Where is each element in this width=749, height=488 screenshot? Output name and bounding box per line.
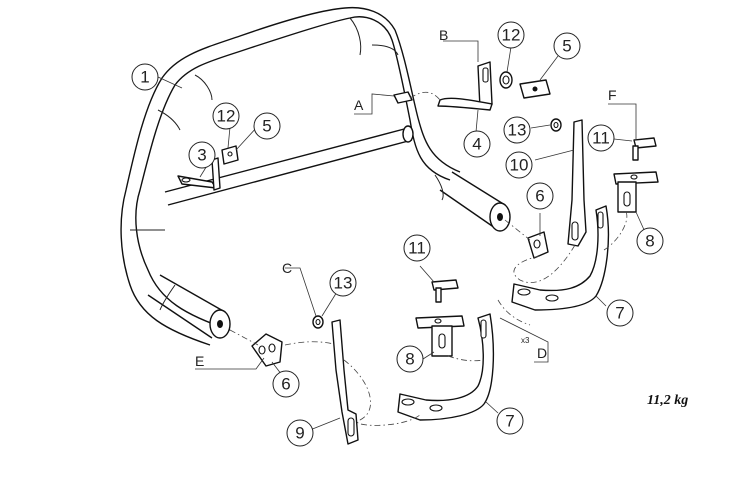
callout-4-label: 4	[472, 135, 481, 154]
bracket-7-left	[397, 313, 495, 421]
callout-7-right-label: 7	[615, 304, 624, 323]
callout-9-label: 9	[295, 424, 304, 443]
callout-12-top: 12	[497, 21, 525, 49]
bracket-4	[437, 61, 493, 111]
letter-a: A	[354, 97, 364, 113]
callout-8-right-label: 8	[645, 232, 654, 251]
callout-3: 3	[188, 141, 216, 169]
assembly-lines	[229, 91, 628, 426]
callout-8-left-label: 8	[405, 350, 414, 369]
callout-12-top-label: 12	[502, 26, 521, 45]
bracket-6-right	[527, 231, 549, 259]
callout-7-left-label: 7	[505, 412, 514, 431]
callout-6-right: 6	[526, 182, 554, 210]
letter-c: C	[282, 260, 292, 276]
bolt-11-right	[632, 137, 657, 161]
callout-8-right: 8	[636, 227, 664, 255]
washer-13-left	[312, 315, 324, 329]
callout-12-left: 12	[212, 102, 240, 130]
strap-10	[567, 119, 587, 247]
callout-6-left: 6	[272, 370, 300, 398]
plate-5-top	[519, 79, 551, 99]
leader-lines	[157, 40, 646, 433]
left-tube-hole	[217, 320, 223, 328]
callout-13-top-label: 13	[508, 121, 527, 140]
quantity-mark: x3	[521, 336, 530, 345]
bracket-8-left	[415, 315, 465, 357]
letter-f: F	[608, 87, 617, 103]
callout-9: 9	[286, 419, 314, 447]
callout-3-label: 3	[197, 146, 206, 165]
callout-1: 1	[131, 63, 159, 91]
callout-11-left: 11	[403, 234, 431, 262]
callout-10: 10	[505, 151, 533, 179]
callout-6-right-label: 6	[535, 187, 544, 206]
callout-12-left-label: 12	[217, 107, 236, 126]
callout-1-label: 1	[140, 68, 149, 87]
callout-7-left: 7	[496, 407, 524, 435]
callout-13-left: 13	[329, 269, 357, 297]
callout-5-left-label: 5	[262, 117, 271, 136]
callout-5-top-label: 5	[562, 37, 571, 56]
left-bracket-3	[177, 157, 221, 191]
callout-6-left-label: 6	[281, 375, 290, 394]
callout-5-left: 5	[253, 112, 281, 140]
callout-4: 4	[463, 130, 491, 158]
letter-b: B	[439, 27, 448, 43]
bracket-8-right	[613, 171, 659, 213]
plate-12-5-left	[221, 145, 239, 165]
bolt-11-left	[431, 279, 459, 303]
callout-7-right: 7	[606, 299, 634, 327]
letter-d: D	[537, 345, 547, 361]
callout-13-left-label: 13	[334, 274, 353, 293]
crossbar-end-cap	[402, 125, 414, 143]
bracket-7-right	[511, 205, 610, 311]
strap-9	[331, 319, 359, 445]
top-bracket-a	[393, 91, 413, 104]
callout-10-label: 10	[510, 156, 529, 175]
callout-11-right: 11	[587, 124, 615, 152]
weight-label: 11,2 kg	[647, 393, 688, 408]
bull-bar-tube	[120, 6, 511, 346]
callout-5-top: 5	[553, 32, 581, 60]
callout-11-right-label: 11	[592, 129, 610, 148]
washer-12-top	[499, 71, 513, 89]
letter-e: E	[195, 353, 204, 369]
callout-8-left: 8	[396, 345, 424, 373]
callout-13-top: 13	[503, 116, 531, 144]
bracket-6-left	[251, 333, 283, 367]
washer-13-top	[550, 118, 562, 132]
right-tube-hole	[497, 213, 503, 221]
callout-11-left-label: 11	[408, 239, 426, 258]
